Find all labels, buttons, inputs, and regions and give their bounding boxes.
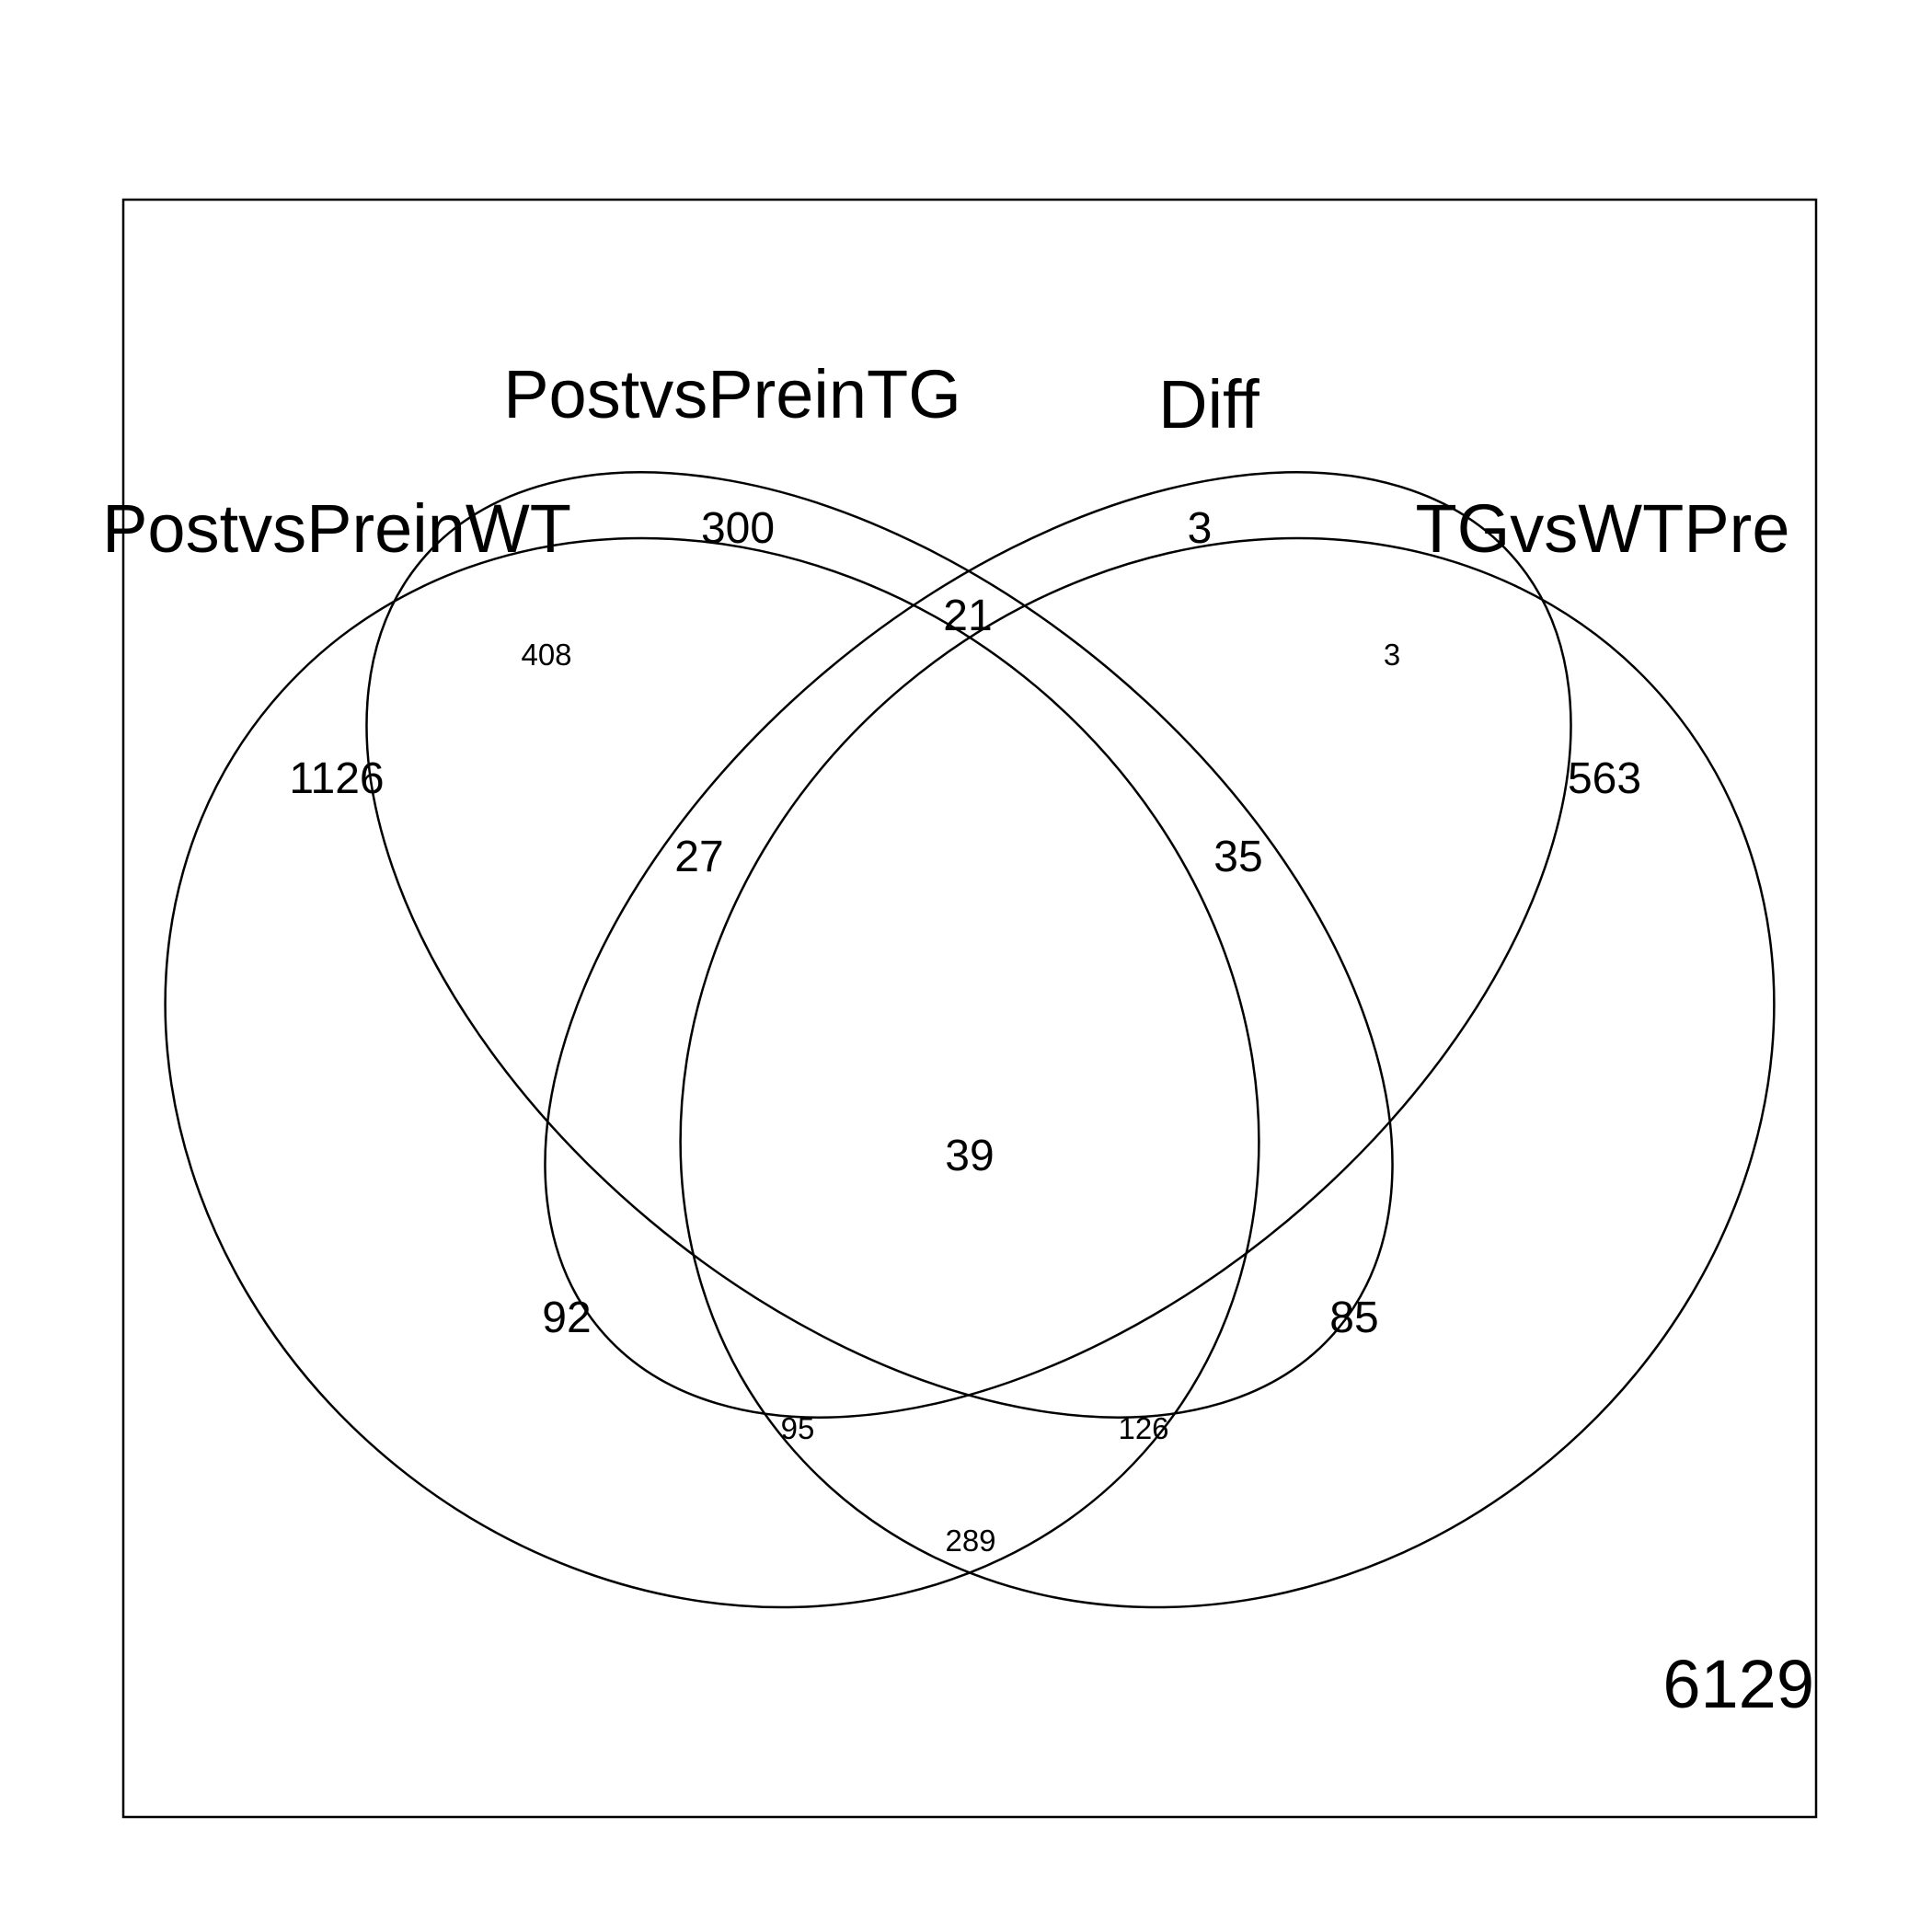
set-label-postvspreinwt: PostvsPreinWT [102, 490, 571, 567]
outside-count: 6129 [1662, 1646, 1814, 1722]
region-count: 3 [1188, 504, 1213, 553]
set-ellipse-postvspreinwt [164, 536, 1260, 1609]
region-count: 27 [674, 833, 723, 881]
region-count: 563 [1568, 754, 1641, 803]
region-count: 289 [945, 1524, 995, 1558]
region-count: 39 [945, 1132, 994, 1180]
region-count: 95 [781, 1411, 815, 1445]
set-label-postvspreintg: PostvsPreinTG [503, 356, 961, 432]
set-ellipse-diff [544, 471, 1572, 1419]
universe-frame [121, 198, 1818, 1819]
region-count: 35 [1213, 833, 1262, 881]
region-count: 85 [1329, 1294, 1378, 1342]
set-ellipse-tgvswtpre [679, 536, 1776, 1609]
region-count: 1126 [289, 754, 384, 803]
set-label-tgvswtpre: TGvsWTPre [1416, 490, 1790, 567]
region-count: 408 [521, 638, 571, 672]
region-count: 21 [943, 592, 992, 640]
set-ellipse-postvspreintg [365, 471, 1394, 1419]
region-count: 300 [701, 504, 775, 553]
region-count: 92 [542, 1294, 591, 1342]
region-count: 126 [1118, 1411, 1168, 1445]
region-count: 3 [1384, 638, 1400, 672]
set-label-diff: Diff [1158, 366, 1259, 443]
